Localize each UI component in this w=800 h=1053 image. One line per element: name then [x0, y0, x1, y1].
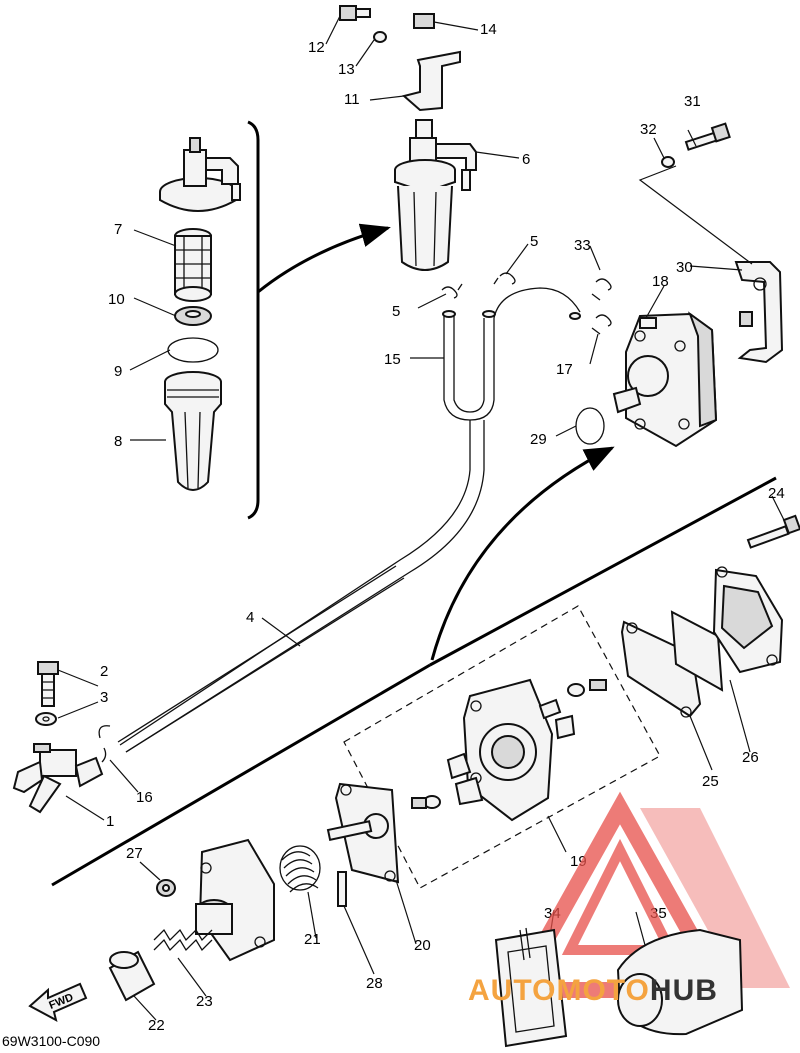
- clip-16: [98, 725, 111, 763]
- transfer-arrow-filter: [257, 223, 391, 294]
- transfer-arrow-pump: [430, 446, 615, 661]
- pump-cover-24: [712, 566, 784, 674]
- callout-8: 8: [114, 433, 122, 450]
- fuel-hose-4: [119, 420, 471, 746]
- divider-line-lower: [51, 663, 431, 887]
- callout-5a: 5: [530, 233, 538, 250]
- fuel-joint: [12, 743, 104, 814]
- fuel-pump-assembly: [612, 311, 718, 448]
- callout-15: 15: [384, 351, 401, 368]
- filter-o-ring: [167, 337, 219, 363]
- fuel-hose-4-lower: [117, 565, 397, 743]
- leader-lines: [57, 15, 785, 1021]
- bolt-31: [684, 122, 731, 151]
- washer-13: [373, 31, 387, 43]
- valve-parts: [411, 679, 607, 809]
- clip-33: [591, 278, 612, 301]
- bolt-12: [339, 5, 371, 21]
- cushion-35: [616, 928, 744, 1036]
- pin-28: [337, 871, 347, 907]
- pump-body-19: [462, 678, 554, 822]
- callout-27: 27: [126, 845, 143, 862]
- o-ring-29: [575, 407, 605, 445]
- callout-22: 22: [148, 1017, 165, 1034]
- callout-23: 23: [196, 993, 213, 1010]
- callout-7: 7: [114, 221, 122, 238]
- callout-30: 30: [676, 259, 693, 276]
- callout-4: 4: [246, 609, 254, 626]
- callout-25: 25: [702, 773, 719, 790]
- callout-11: 11: [344, 91, 360, 108]
- callout-21: 21: [304, 931, 321, 948]
- callout-2: 2: [100, 663, 108, 680]
- callout-10: 10: [108, 291, 125, 308]
- callout-32: 32: [640, 121, 657, 138]
- diagram-code: 69W3100-C090: [2, 1033, 100, 1049]
- callout-16: 16: [136, 789, 153, 806]
- filter-assembly: [394, 119, 477, 271]
- filter-element: [174, 228, 212, 302]
- filter-cup: [164, 371, 222, 491]
- filter-head-detail: [159, 137, 241, 212]
- spring-23: [153, 928, 213, 952]
- bolt-31-leader: [638, 165, 753, 265]
- watermark-text: AUTOMOTOHUB: [468, 974, 718, 1007]
- clip-17: [591, 314, 612, 335]
- pump-bracket-30: [734, 261, 784, 364]
- screw-24: [746, 514, 800, 549]
- callout-12: 12: [308, 39, 325, 56]
- fuel-hose-15: [443, 287, 581, 421]
- callout-20: 20: [414, 937, 431, 954]
- spring-21: [279, 845, 321, 893]
- filter-nut: [174, 306, 212, 326]
- callout-26: 26: [742, 749, 759, 766]
- washer-32: [661, 156, 675, 168]
- divider-line-upper: [429, 476, 777, 667]
- callout-6: 6: [522, 151, 530, 168]
- clip-5a: [441, 272, 516, 299]
- sleeve-22: [108, 950, 156, 1002]
- callout-13: 13: [338, 61, 355, 78]
- callout-24: 24: [768, 485, 785, 502]
- washer-3: [35, 712, 57, 726]
- callout-33: 33: [574, 237, 591, 254]
- callout-9: 9: [114, 363, 122, 380]
- callout-17: 17: [556, 361, 573, 378]
- callout-14: 14: [480, 21, 497, 38]
- plunger-housing: [195, 838, 275, 962]
- bolt-2: [37, 661, 59, 707]
- gasket-34: [494, 927, 568, 1048]
- callout-5b: 5: [392, 303, 400, 320]
- diaphragm-26: [670, 610, 724, 692]
- callout-1: 1: [106, 813, 114, 830]
- nut-27: [156, 879, 176, 897]
- callout-28: 28: [366, 975, 383, 992]
- bracket-divider: [247, 120, 260, 520]
- fwd-arrow: [28, 982, 88, 1022]
- callout-31: 31: [684, 93, 701, 110]
- callout-3: 3: [100, 689, 108, 706]
- callout-29: 29: [530, 431, 547, 448]
- callout-18: 18: [652, 273, 669, 290]
- gasket-20: [326, 782, 400, 884]
- filter-bracket: [401, 13, 461, 112]
